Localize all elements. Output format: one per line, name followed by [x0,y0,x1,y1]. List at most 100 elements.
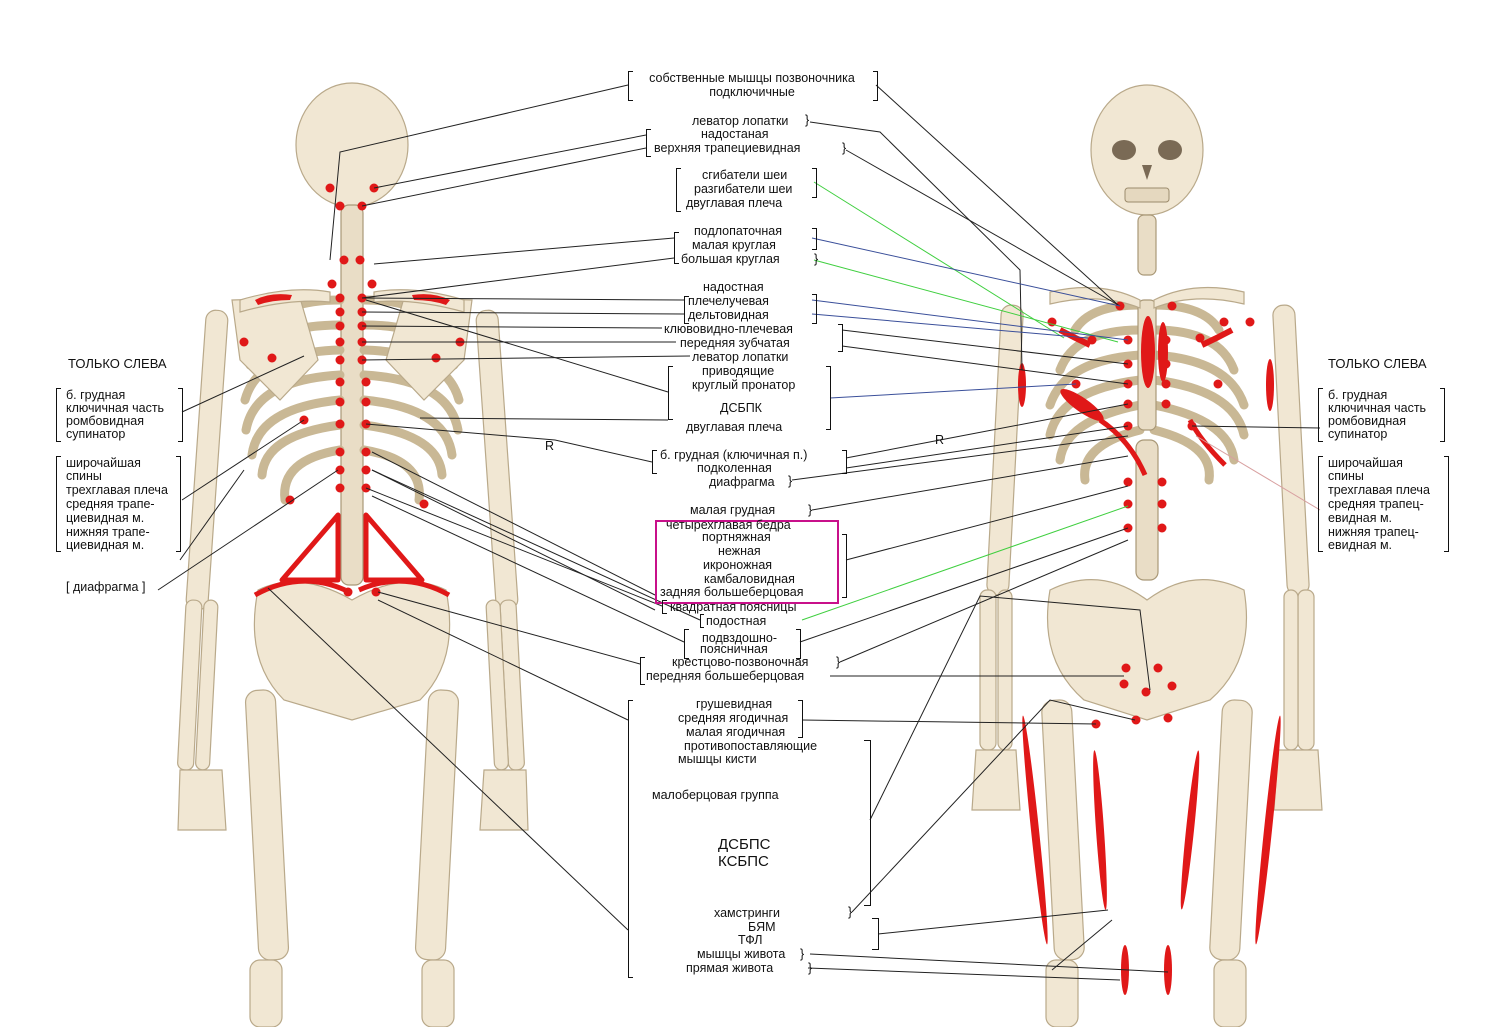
trigger-point [335,483,345,493]
bracket-right [864,740,871,906]
label-iliopsoas-1: подвздошно- [702,631,777,645]
label-quadriceps: четырехглавая бедра [666,518,791,532]
label-piriformis: грушевидная [696,697,773,711]
bracket-right [812,228,817,250]
trigger-point [1245,317,1255,327]
leader-line [813,259,1119,343]
label-teres-minor: малая круглая [692,238,776,252]
label-dsbps: ДСБПС [718,836,771,853]
bracket-right [842,450,847,474]
leader-line [791,435,1129,481]
right-only-header: ТОЛЬКО СЛЕВА [1328,356,1427,371]
right-b2-line5: евидная м. [1328,511,1393,525]
leader-line [845,485,1129,561]
bracket-right [178,388,183,442]
trigger-point [361,447,371,457]
trigger-point [1161,399,1171,409]
trigger-point [239,337,249,347]
label-hand-muscles: мышцы кисти [678,752,757,766]
label-tfl: ТФЛ [738,933,763,947]
highlight-box [655,520,839,604]
trigger-point [325,183,335,193]
label-infraspinatus: подостная [706,614,767,628]
bracket-right [826,366,831,430]
bracket-glyph: } [808,503,813,517]
trigger-point [335,337,345,347]
trigger-point [267,353,277,363]
bracket-left [662,600,667,614]
trigger-point [1167,301,1177,311]
leader-line [361,311,685,315]
label-soleus: камбаловидная [704,572,795,586]
label-biceps-brachii-2: двуглавая плеча [686,420,783,434]
leader-line [841,345,1129,385]
label-ksbps: КСБПС [718,853,769,870]
label-neck-extensors: разгибатели шеи [694,182,793,196]
label-coracobrachialis: клювовидно-плечевая [664,322,793,336]
label-serratus-anterior: передняя зубчатая [680,336,790,350]
label-levator-scapulae-2: леватор лопатки [692,350,789,364]
left-b2-line3: трехглавая плеча [66,483,168,497]
bracket-left [1318,388,1323,442]
trigger-point [371,587,381,597]
bracket-left [676,168,681,212]
bracket-right [796,629,801,659]
label-deltoid: дельтовидная [688,308,769,322]
left-b1-line2: ключичная часть [66,401,165,415]
bracket-left [56,388,61,442]
trigger-point [1141,687,1151,697]
right-b2-line3: трехглавая плеча [1328,483,1430,497]
right-b1-line4: супинатор [1328,427,1388,441]
trigger-point [1157,523,1167,533]
trigger-point [1167,681,1177,691]
leader-line [829,383,1077,399]
left-b2-line4: средняя трапе- [66,497,155,511]
trigger-point [335,355,345,365]
trigger-point [335,465,345,475]
leader-line [361,297,685,301]
bracket-glyph: } [800,947,805,961]
bracket-right [798,700,803,738]
bracket-right [812,294,817,324]
label-gastrocnemius: икроножная [703,558,773,572]
bracket-left [628,71,633,101]
label-neck-flexors: сгибатели шеи [702,168,788,182]
leader-line [181,419,305,501]
label-gluteus-maximus: БЯМ [748,920,776,934]
bracket-glyph: } [808,961,813,975]
label-erector-spinae: крестцово-позвоночная [672,655,809,669]
right-b2-line2: спины [1328,469,1364,483]
bracket-left [56,456,61,552]
leader-line [365,299,669,393]
right-b2-line6: нижняя трапец- [1328,525,1419,539]
leader-line [157,469,339,591]
trigger-point [1047,317,1057,327]
label-gluteus-minimus: малая ягодичная [686,725,786,739]
trigger-point [367,279,377,289]
trigger-point [361,377,371,387]
right-b2-line7: евидная м. [1328,538,1393,552]
trigger-point [335,321,345,331]
bracket-right [812,168,817,198]
leader-line [845,149,1121,307]
label-hamstrings: хамстринги [714,906,781,920]
leader-line [841,329,1129,365]
bracket-left [646,129,651,157]
trigger-point [1157,477,1167,487]
trigger-point [1087,335,1097,345]
trigger-point [419,499,429,509]
right-b1-line3: ромбовидная [1328,414,1407,428]
label-sartorius: портняжная [702,530,771,544]
leader-line [365,487,663,607]
leader-line [181,355,305,413]
label-subclavius: подключичные [709,85,795,99]
left-b2-line2: спины [66,469,102,483]
bracket-right [872,918,879,950]
label-levator-scapulae: леватор лопатки [692,114,789,128]
leader-line [1191,425,1321,429]
leader-line [851,699,1136,913]
label-pectoralis-major-clavicular: б. грудная (ключичная п.) [660,448,808,462]
trigger-point [1213,379,1223,389]
leader-line [373,134,647,189]
